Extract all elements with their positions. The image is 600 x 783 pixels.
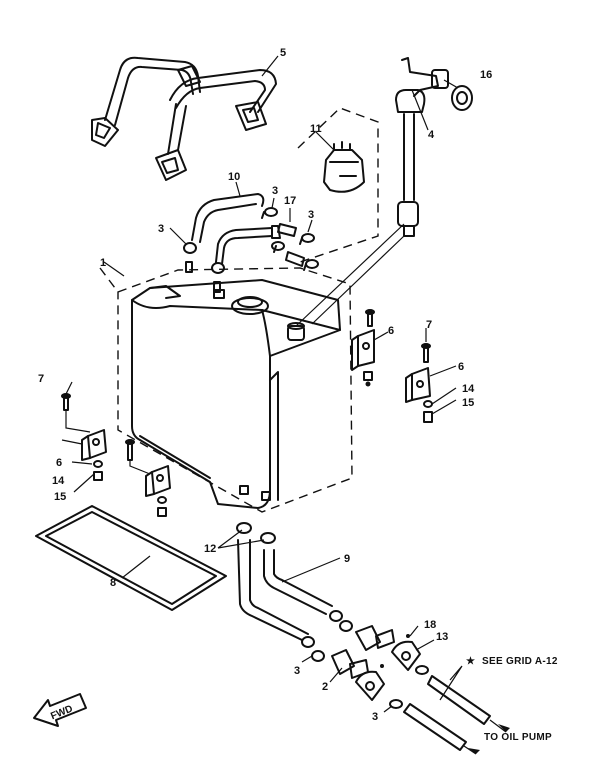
filler-cap-group: [297, 107, 379, 263]
left-brackets: [61, 393, 171, 517]
leader-lines: [61, 55, 463, 713]
oil-tank-body: [131, 223, 405, 509]
fwd-label: FWD: [49, 704, 74, 723]
callout-6b: 6: [458, 361, 464, 373]
callout-12: 12: [204, 543, 216, 555]
callout-4: 4: [428, 129, 435, 141]
see-grid-note: SEE GRID A-12: [482, 656, 558, 667]
callout-9: 9: [344, 553, 350, 565]
diagram-notes: ★ SEE GRID A-12 TO OIL PUMP FWD: [49, 656, 558, 743]
grommet-16: [451, 85, 473, 111]
tank-top-clamps: [183, 242, 225, 293]
callout-16: 16: [480, 69, 492, 81]
callout-7b: 7: [38, 373, 44, 385]
to-oil-pump-label: TO OIL PUMP: [484, 732, 552, 743]
callout-1: 1: [100, 257, 106, 269]
callout-6c: 6: [56, 457, 62, 469]
outlet-hoses: [236, 522, 353, 662]
callout-6a: 6: [388, 325, 394, 337]
oil-pump-lines: [403, 675, 510, 755]
vent-hoses: [191, 193, 281, 265]
check-valves: [355, 634, 429, 709]
callout-3d: 3: [294, 665, 300, 677]
right-brackets: [351, 309, 433, 423]
callout-10: 10: [228, 171, 240, 183]
callout-14a: 14: [462, 383, 475, 395]
tank-straps: [91, 56, 277, 181]
tank-assembly-outline: [99, 267, 353, 513]
callout-7a: 7: [426, 319, 432, 331]
callout-labels: 1 2 3 3 3 3 3 4 5 6 6 6 7 7 8 9 10 11 12…: [38, 47, 492, 723]
callout-8: 8: [110, 577, 116, 589]
callout-3e: 3: [372, 711, 378, 723]
callout-5: 5: [280, 47, 286, 59]
callout-3b: 3: [272, 185, 278, 197]
callout-13: 13: [436, 631, 448, 643]
oil-level-sensor: [311, 57, 449, 325]
callout-2: 2: [322, 681, 328, 693]
fittings-17: [261, 207, 319, 271]
inline-fittings: [331, 625, 395, 679]
forward-arrow-icon: [33, 693, 87, 727]
callout-14b: 14: [52, 475, 65, 487]
callout-15a: 15: [462, 397, 474, 409]
callout-17: 17: [284, 195, 296, 207]
callout-3c: 3: [308, 209, 314, 221]
callout-3a: 3: [158, 223, 164, 235]
star-icon: ★: [466, 656, 475, 667]
callout-18: 18: [424, 619, 436, 631]
tank-pad: [35, 505, 227, 611]
callout-11: 11: [310, 123, 322, 135]
callout-15b: 15: [54, 491, 66, 503]
